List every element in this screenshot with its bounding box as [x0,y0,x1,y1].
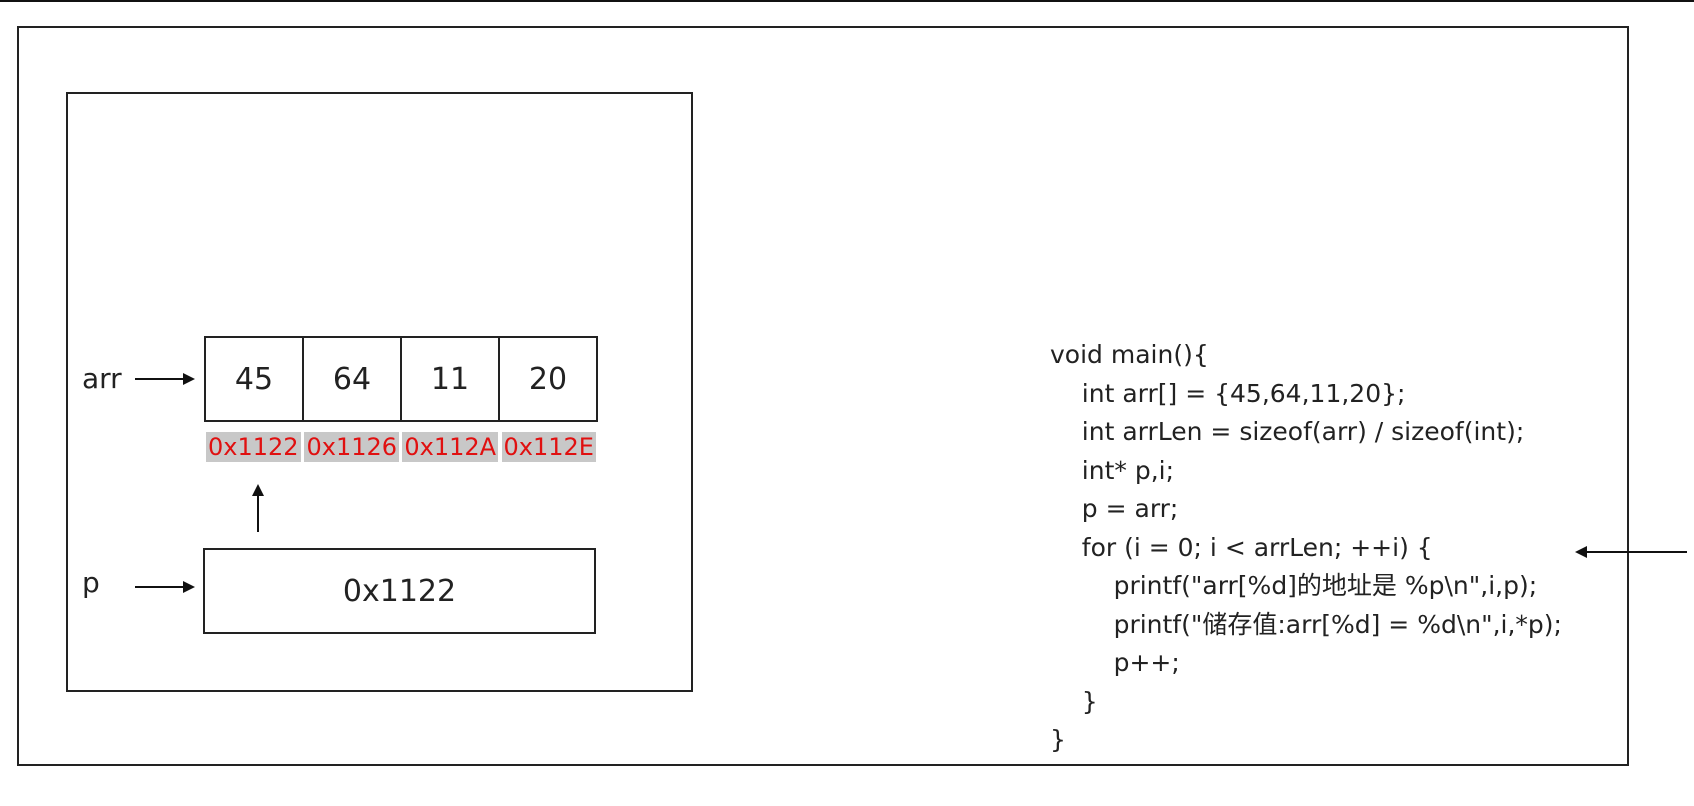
array-cell: 20 [528,361,568,397]
code-line: int arrLen = sizeof(arr) / sizeof(int); [1050,417,1525,446]
arr-arrow-icon [135,373,195,385]
array-cell: 64 [304,338,402,420]
arr-label: arr [82,362,122,395]
pointer-box: 0x1122 [203,548,596,634]
array-cell: 11 [402,338,500,420]
code-line: } [1050,725,1066,754]
pointer-up-arrow-icon [252,484,264,532]
slide-frame [17,26,1629,766]
code-line: int arr[] = {45,64,11,20}; [1050,378,1406,408]
array-cells: 45 64 11 20 [204,336,598,422]
code-line: p = arr; [1050,494,1179,523]
code-line: printf("储存值:arr[%d] = %d\n",i,*p); [1050,609,1562,639]
address-label: 0x1122 [205,432,301,462]
address-label: 0x1126 [304,432,400,462]
top-border [0,0,1694,2]
code-line: } [1050,686,1098,716]
code-line: int* p,i; [1050,455,1175,485]
array-cell: 45 [206,338,304,420]
code-line: p++; [1050,648,1180,677]
address-row: 0x1122 0x1126 0x112A 0x112E [204,432,598,462]
code-line: void main(){ [1050,340,1209,369]
code-line: printf("arr[%d]的地址是 %p\n",i,p); [1050,571,1538,600]
code-line: for (i = 0; i < arrLen; ++i) { [1050,532,1433,562]
p-label: p [82,566,100,599]
pointer-value: 0x1122 [342,573,457,609]
address-label: 0x112E [501,432,596,462]
memory-panel [66,92,693,692]
address-label: 0x112A [402,432,499,462]
current-line-arrow-icon [1575,546,1687,558]
code-block: void main(){ int arr[] = {45,64,11,20}; … [1050,336,1562,760]
p-arrow-icon [135,581,195,593]
